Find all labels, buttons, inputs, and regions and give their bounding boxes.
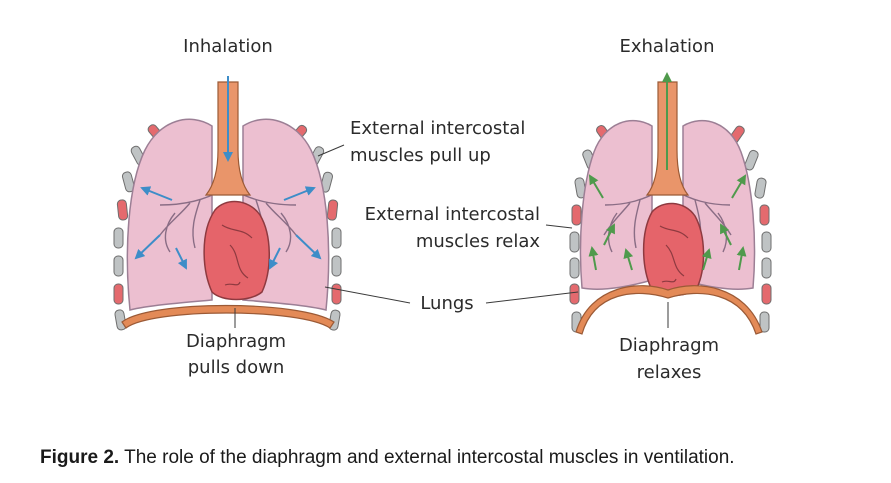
label-diaphragm-pulls-down-line1: Diaphragm xyxy=(186,331,286,352)
heart-detail-exhale xyxy=(659,225,689,283)
label-ext-intercostal-pull-up-line2: muscles pull up xyxy=(350,145,491,166)
left-lung xyxy=(126,118,213,311)
intercostal-ribs-left xyxy=(113,124,166,331)
diaphragm-relaxed xyxy=(575,285,763,335)
figure-caption-text: The role of the diaphragm and external i… xyxy=(119,447,735,468)
figure-caption: Figure 2. The role of the diaphragm and … xyxy=(40,447,870,469)
intercostal-ribs-left-exhale xyxy=(569,125,613,333)
label-diaphragm-relaxes-line1: Diaphragm xyxy=(619,335,719,356)
exhalation-title: Exhalation xyxy=(620,36,715,57)
heart xyxy=(203,200,270,301)
inhalation-title: Inhalation xyxy=(183,36,273,57)
label-ext-intercostal-pull-up-line1: External intercostal xyxy=(350,118,525,139)
airflow-arrows-exhale xyxy=(588,72,747,271)
leader-lines xyxy=(234,144,669,328)
label-diaphragm-relaxes-line2: relaxes xyxy=(637,362,702,383)
heart-detail xyxy=(221,224,253,286)
bronchial-tree xyxy=(159,189,297,253)
inhalation-figure xyxy=(113,76,342,331)
label-ext-intercostal-relax-line1: External intercostal xyxy=(365,204,540,225)
exhalation-figure xyxy=(569,72,772,335)
figure-caption-prefix: Figure 2. xyxy=(40,447,120,468)
label-lungs: Lungs xyxy=(420,293,473,314)
label-ext-intercostal-relax-line2: muscles relax xyxy=(416,231,541,252)
diaphragm-contracted xyxy=(121,304,335,329)
airflow-arrows-inhale xyxy=(134,76,322,270)
label-diaphragm-pulls-down-line2: pulls down xyxy=(188,357,285,378)
bronchial-tree-exhale xyxy=(603,189,732,253)
